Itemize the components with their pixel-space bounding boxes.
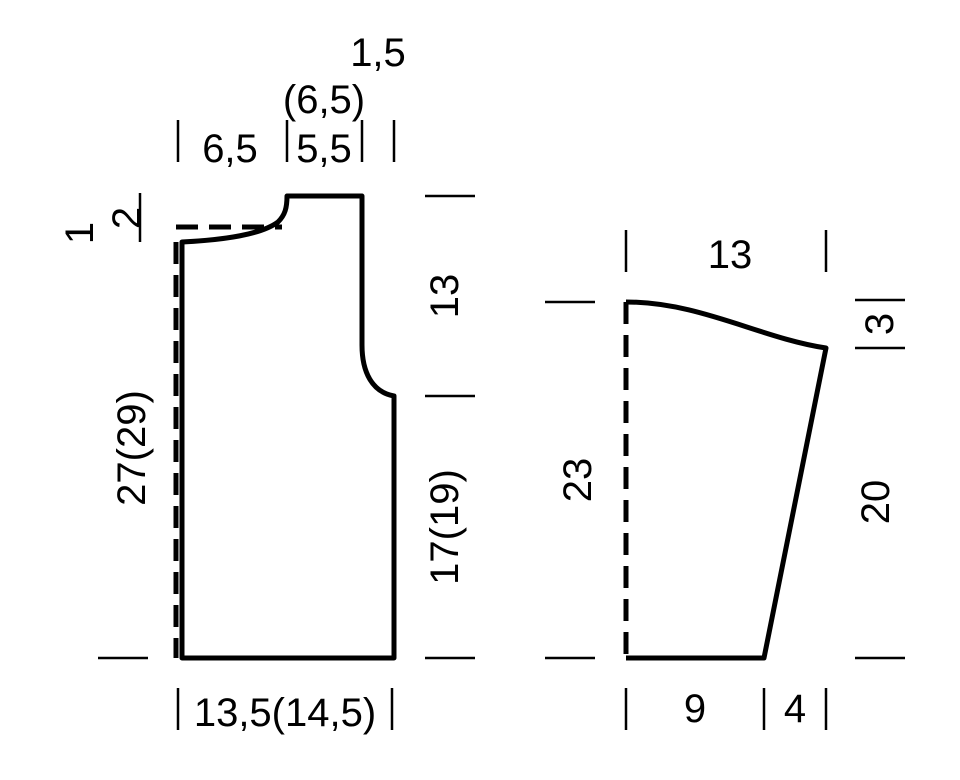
label-shoulder-drop-a: 1 [58,222,102,244]
body-outline [179,193,397,661]
label-shoulder-drop-b: 2 [105,207,149,229]
measurement-ticks [98,120,905,730]
label-top-neck-alt: (6,5) [283,78,365,122]
label-sleeve-cap-drop: 3 [858,313,902,335]
label-sleeve-bottom-b: 4 [784,687,806,731]
label-sleeve-length: 23 [556,458,600,503]
label-body-width: 13,5(14,5) [194,691,376,735]
label-side-length: 17(19) [423,469,467,585]
label-sleeve-bottom-a: 9 [684,687,706,731]
label-neck: 5,5 [296,127,352,171]
label-shoulder: 6,5 [202,127,258,171]
label-sleeve-side: 20 [854,480,898,525]
label-body-length: 27(29) [110,390,154,506]
sleeve-outline [625,299,829,661]
label-top-offset: 1,5 [350,31,406,75]
sleeve-piece [623,299,829,661]
label-armhole-depth: 13 [423,274,467,319]
measurement-labels: 1,5 (6,5) 6,5 5,5 1 2 27(29) 13 17(19) 1… [58,31,902,735]
label-sleeve-top-width: 13 [708,233,753,277]
body-piece [173,193,397,661]
